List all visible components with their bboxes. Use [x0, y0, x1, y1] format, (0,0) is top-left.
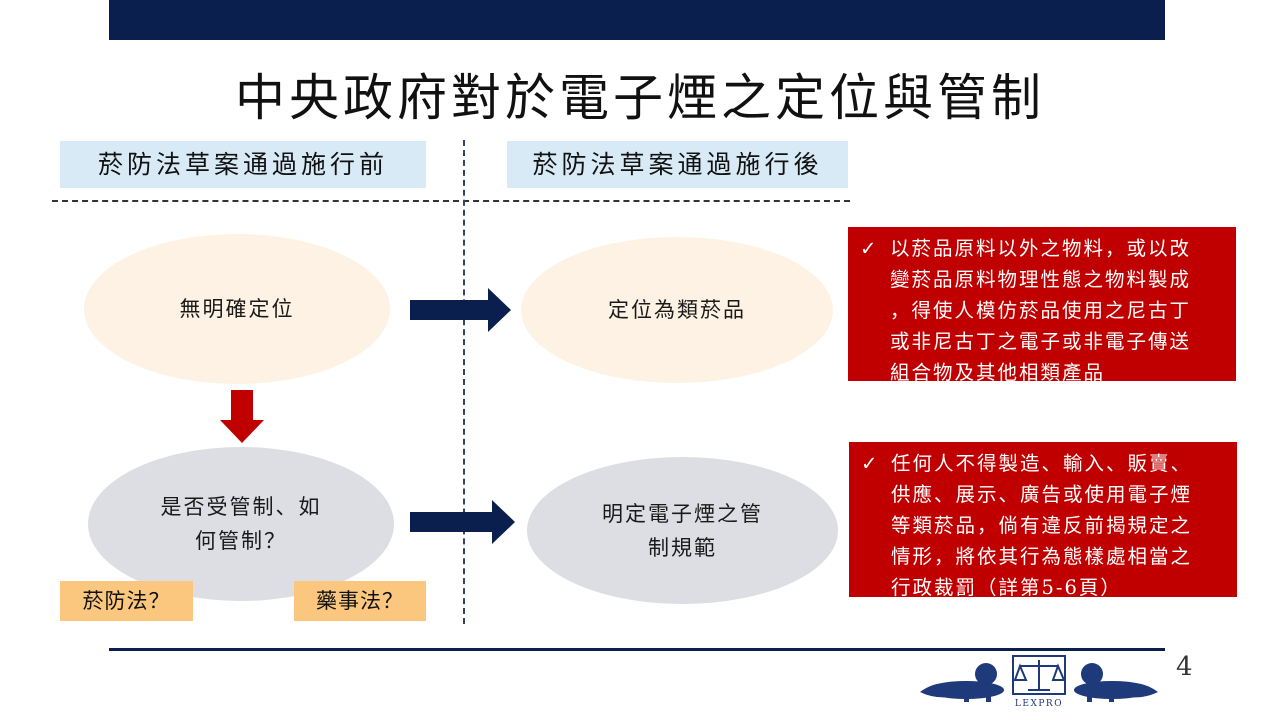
regulation-line2: 制規範 [648, 535, 717, 560]
regulated-question-ellipse: 是否受管制、如 何管制？ [88, 447, 394, 601]
lexpro-logo-icon: LEXPRO [920, 655, 1158, 709]
vertical-divider [463, 140, 465, 624]
regulation-ellipse: 明定電子煙之管 制規範 [527, 457, 838, 604]
top-banner-bar [109, 0, 1165, 40]
regulation-line1: 明定電子煙之管 [602, 501, 763, 526]
no-position-ellipse: 無明確定位 [84, 234, 390, 384]
regulated-question-line2: 何管制？ [195, 529, 287, 553]
section-label-before: 菸防法草案通過施行前 [60, 141, 426, 188]
note-line: 變菸品原料物理性態之物料製成 [890, 268, 1192, 291]
check-icon: ✓ [861, 452, 880, 475]
check-icon: ✓ [860, 237, 879, 260]
logo-text: LEXPRO [1015, 699, 1063, 709]
note-line: 行政裁罰（詳第5-6頁） [891, 576, 1122, 599]
slide-title: 中央政府對於電子煙之定位與管制 [235, 69, 1045, 127]
note-line: 情形，將依其行為態樣處相當之 [891, 545, 1193, 568]
definition-note-box: ✓ 以菸品原料以外之物料，或以改 變菸品原料物理性態之物料製成 ，得使人模仿菸品… [848, 227, 1236, 384]
down-arrow-icon [220, 390, 264, 443]
note-line: 以菸品原料以外之物料，或以改 [890, 237, 1192, 260]
horizontal-divider [52, 200, 850, 202]
no-position-label: 無明確定位 [179, 297, 295, 321]
note-line: 供應、展示、廣告或使用電子煙 [891, 483, 1193, 506]
right-arrow-icon [410, 288, 511, 332]
section-label-after: 菸防法草案通過施行後 [507, 141, 848, 188]
positioned-as-label: 定位為類菸品 [608, 298, 746, 322]
right-arrow-icon [410, 500, 515, 544]
note-line: 等類菸品，倘有違反前揭規定之 [891, 514, 1193, 537]
note-line: 任何人不得製造、輸入、販賣、 [891, 452, 1193, 475]
bottom-divider-line [109, 648, 1165, 651]
note-line: ，得使人模仿菸品使用之尼古丁 [890, 299, 1192, 322]
option-tobacco-law: 菸防法？ [60, 581, 193, 621]
penalty-note-box: ✓ 任何人不得製造、輸入、販賣、 供應、展示、廣告或使用電子煙 等類菸品，倘有違… [849, 442, 1237, 599]
option-pharma-law: 藥事法？ [294, 581, 426, 621]
note-line: 或非尼古丁之電子或非電子傳送 [890, 330, 1192, 353]
regulated-question-line1: 是否受管制、如 [160, 495, 322, 519]
note-line: 組合物及其他相類產品 [890, 361, 1106, 384]
positioned-as-ellipse: 定位為類菸品 [521, 237, 833, 383]
page-number: 4 [1176, 652, 1193, 682]
